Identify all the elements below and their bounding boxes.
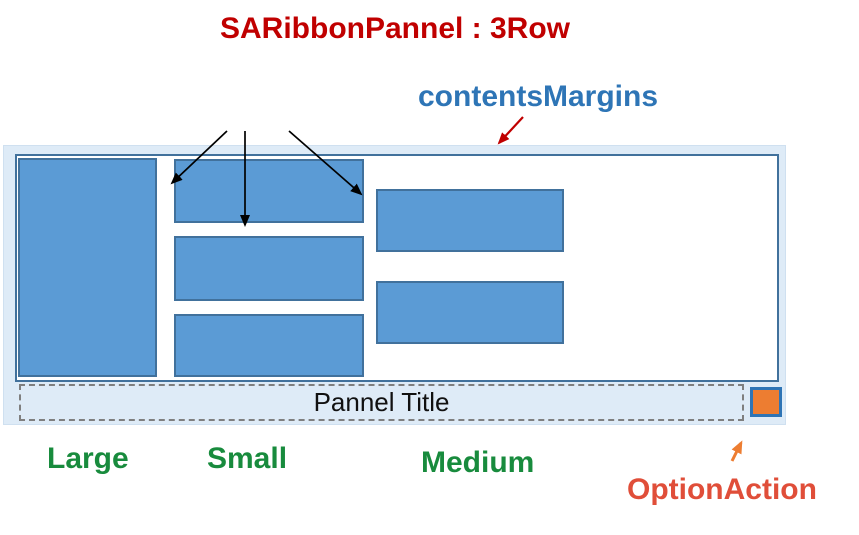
- contents-margins-arrow-icon: [497, 116, 524, 145]
- small-button-row-3: [174, 314, 364, 377]
- ribbon-panel: Pannel Title: [3, 145, 786, 425]
- medium-button-row-1: [376, 189, 564, 252]
- contents-margins-label: contentsMargins: [418, 80, 659, 113]
- large-button-placeholder: [18, 158, 157, 377]
- panel-title-text: Pannel Title: [313, 387, 450, 417]
- option-action-label: OptionAction: [627, 473, 817, 506]
- small-button-row-2: [174, 236, 364, 301]
- medium-size-label: Medium: [421, 446, 535, 479]
- option-action-arrow-icon: [730, 440, 743, 462]
- option-action-button: [750, 387, 782, 417]
- diagram-title: SARibbonPannel : 3Row: [220, 12, 571, 45]
- small-size-label: Small: [207, 442, 288, 475]
- medium-button-row-2: [376, 281, 564, 344]
- panel-title-bar: Pannel Title: [19, 384, 744, 421]
- small-button-row-1: [174, 159, 364, 223]
- large-size-label: Large: [47, 442, 129, 475]
